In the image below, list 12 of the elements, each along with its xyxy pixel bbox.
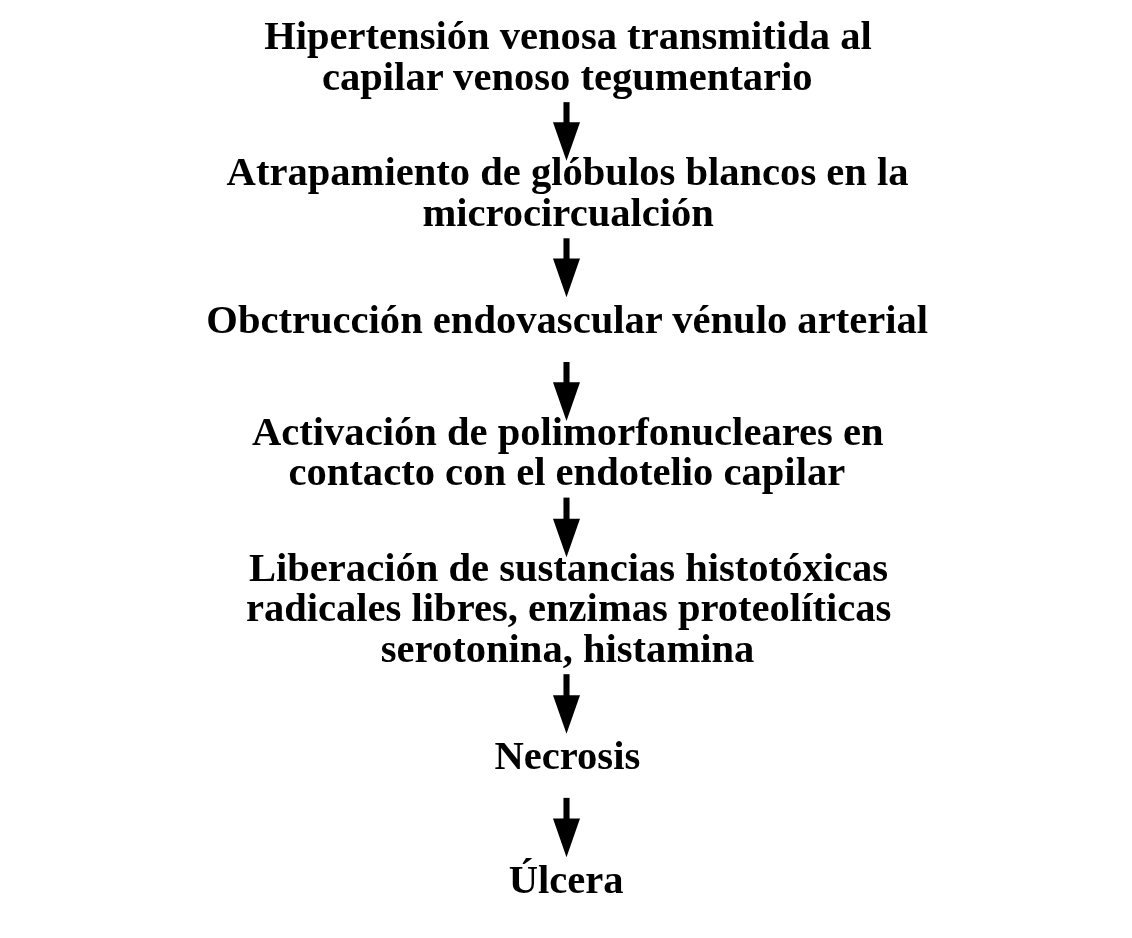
- node-text: Úlcera: [508, 857, 624, 903]
- node-text: Activación de polimorfonucleares en contacto con el endotelio capilar: [251, 408, 884, 495]
- arrow: [552, 497, 580, 558]
- node-text: Obctrucción endovascular vénulo arterial: [205, 297, 928, 343]
- arrow: [552, 797, 580, 858]
- node-text: Hipertensión venosa transmitida al capilar venoso tegumentario: [263, 12, 872, 99]
- node-text: Liberación de sustancias histotóxicas radicales libres, enzimas proteolíticas serotonina, histamina: [245, 544, 891, 671]
- arrow: [552, 674, 580, 734]
- node-text: Necrosis: [493, 733, 640, 779]
- arrow: [552, 238, 580, 298]
- node-text: Atrapamiento de glóbulos blancos en la microcircualción: [226, 148, 909, 235]
- arrow: [552, 102, 580, 161]
